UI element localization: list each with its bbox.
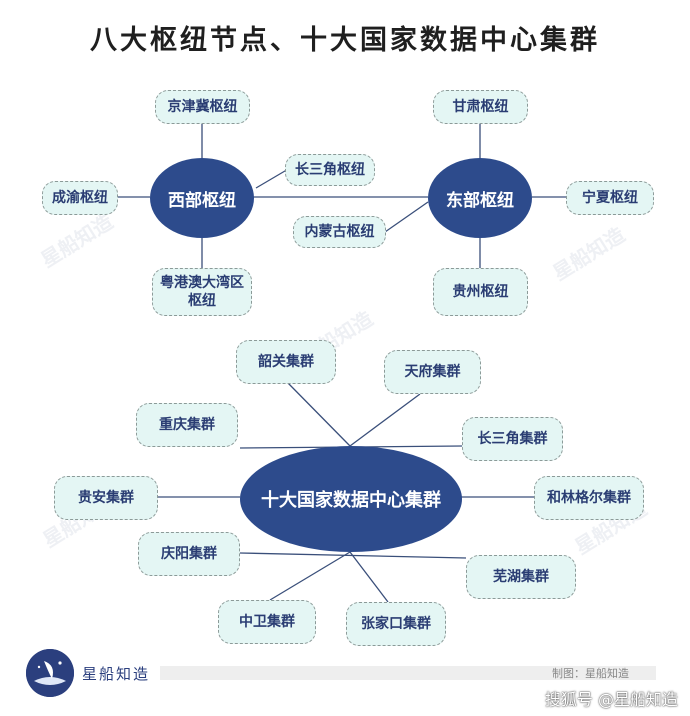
- page-title: 八大枢纽节点、十大国家数据中心集群: [90, 25, 600, 56]
- link-east-neimenggu: [384, 201, 429, 233]
- node-zhongwei: 中卫集群: [218, 600, 316, 644]
- hub-west: 西部枢纽: [150, 158, 254, 238]
- node-chongqing: 重庆集群: [136, 403, 238, 447]
- node-neimenggu: 内蒙古枢纽: [293, 216, 386, 248]
- node-changsanjiao-cluster: 长三角集群: [462, 417, 563, 461]
- node-jingjinji: 京津冀枢纽: [155, 90, 250, 124]
- node-changsanjiao-hub: 长三角枢纽: [285, 154, 375, 186]
- node-qingyang: 庆阳集群: [138, 532, 240, 576]
- hub-center: 十大国家数据中心集群: [240, 446, 462, 552]
- node-chengyu: 成渝枢纽: [42, 181, 118, 215]
- footer-handle: 搜狐号 @星船知造: [544, 690, 678, 709]
- node-zhangjiakou: 张家口集群: [346, 602, 446, 646]
- link-west-changsanjiao: [255, 167, 291, 189]
- node-guian: 贵安集群: [54, 476, 158, 520]
- footer-credit: 制图：星船知造: [552, 667, 629, 680]
- footer-brand: 星船知造: [82, 665, 151, 683]
- link-shaoguan: [286, 381, 351, 447]
- node-yuegangao: 粤港澳大湾区 枢纽: [152, 268, 252, 316]
- link-tianfu: [349, 393, 421, 447]
- hub-east: 东部枢纽: [428, 158, 532, 238]
- link-zhangjiakou: [349, 551, 389, 603]
- node-guizhou: 贵州枢纽: [433, 268, 528, 316]
- node-ningxia: 宁夏枢纽: [566, 181, 654, 215]
- brand-logo: [26, 649, 74, 697]
- node-helinger: 和林格尔集群: [534, 476, 644, 520]
- node-shaoguan: 韶关集群: [236, 340, 336, 384]
- link-zhongwei: [269, 551, 351, 601]
- footer-bar: [160, 666, 656, 680]
- node-tianfu: 天府集群: [384, 350, 481, 394]
- node-wuhu: 芜湖集群: [466, 555, 576, 599]
- node-gansu: 甘肃枢纽: [433, 90, 528, 124]
